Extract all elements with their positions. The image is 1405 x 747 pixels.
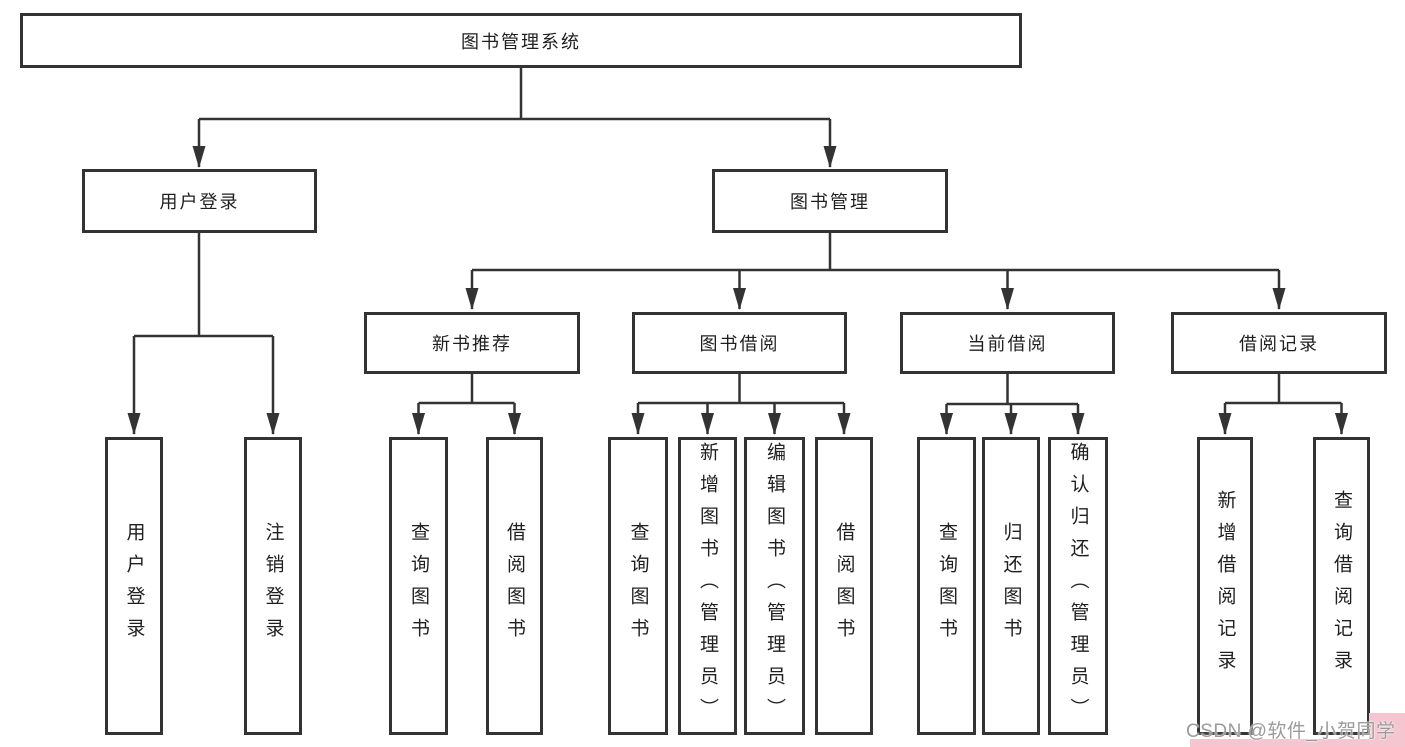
node-borrow-books-borrowing: 借阅图书 (815, 437, 873, 735)
node-query-books-current-label: 查询图书 (936, 522, 957, 650)
watermark-highlight-patch (1369, 713, 1405, 747)
node-confirm-return-admin-label: 确认归还（管理员） (1067, 442, 1089, 730)
node-edit-books-admin-label: 编辑图书（管理员） (764, 442, 785, 730)
node-book-management: 图书管理 (712, 169, 948, 233)
node-add-borrow-record-label: 新增借阅记录 (1214, 490, 1236, 682)
node-current-borrowing: 当前借阅 (900, 312, 1115, 374)
node-query-books-borrowing: 查询图书 (608, 437, 668, 735)
node-borrow-books-recommend-label: 借阅图书 (504, 522, 525, 650)
node-book-management-label: 图书管理 (790, 192, 870, 212)
node-add-books-admin: 新增图书（管理员） (678, 437, 737, 735)
node-query-books-current: 查询图书 (917, 437, 976, 735)
node-logout: 注销登录 (244, 437, 302, 735)
node-new-book-recommend-label: 新书推荐 (432, 334, 512, 354)
node-add-books-admin-label: 新增图书（管理员） (697, 442, 718, 730)
node-query-borrow-record-label: 查询借阅记录 (1331, 490, 1352, 682)
node-query-books-recommend: 查询图书 (389, 437, 448, 735)
node-user-login-leaf-label: 用户登录 (123, 522, 145, 650)
node-user-login-leaf: 用户登录 (105, 437, 163, 735)
node-add-borrow-record: 新增借阅记录 (1197, 437, 1253, 735)
node-borrow-records: 借阅记录 (1171, 312, 1387, 374)
node-query-borrow-record: 查询借阅记录 (1313, 437, 1370, 735)
node-query-books-recommend-label: 查询图书 (408, 522, 429, 650)
watermark-highlight-strip (1190, 739, 1405, 747)
node-query-books-borrowing-label: 查询图书 (627, 522, 649, 650)
node-user-login: 用户登录 (82, 169, 317, 233)
node-return-books-label: 归还图书 (1000, 522, 1022, 650)
node-root-label: 图书管理系统 (461, 31, 581, 52)
node-borrow-books-borrowing-label: 借阅图书 (833, 522, 855, 650)
watermark: CSDN @软件_小贺同学 (1186, 721, 1396, 742)
node-edit-books-admin: 编辑图书（管理员） (744, 437, 805, 735)
node-book-borrowing: 图书借阅 (632, 312, 847, 374)
node-new-book-recommend: 新书推荐 (364, 312, 580, 374)
node-logout-label: 注销登录 (262, 522, 284, 650)
node-current-borrowing-label: 当前借阅 (967, 334, 1048, 354)
node-book-borrowing-label: 图书借阅 (699, 334, 780, 354)
node-confirm-return-admin: 确认归还（管理员） (1048, 437, 1108, 735)
node-borrow-records-label: 借阅记录 (1239, 334, 1319, 354)
node-borrow-books-recommend: 借阅图书 (486, 437, 543, 735)
node-user-login-label: 用户登录 (159, 192, 240, 212)
node-return-books: 归还图书 (982, 437, 1040, 735)
node-root: 图书管理系统 (20, 13, 1022, 68)
